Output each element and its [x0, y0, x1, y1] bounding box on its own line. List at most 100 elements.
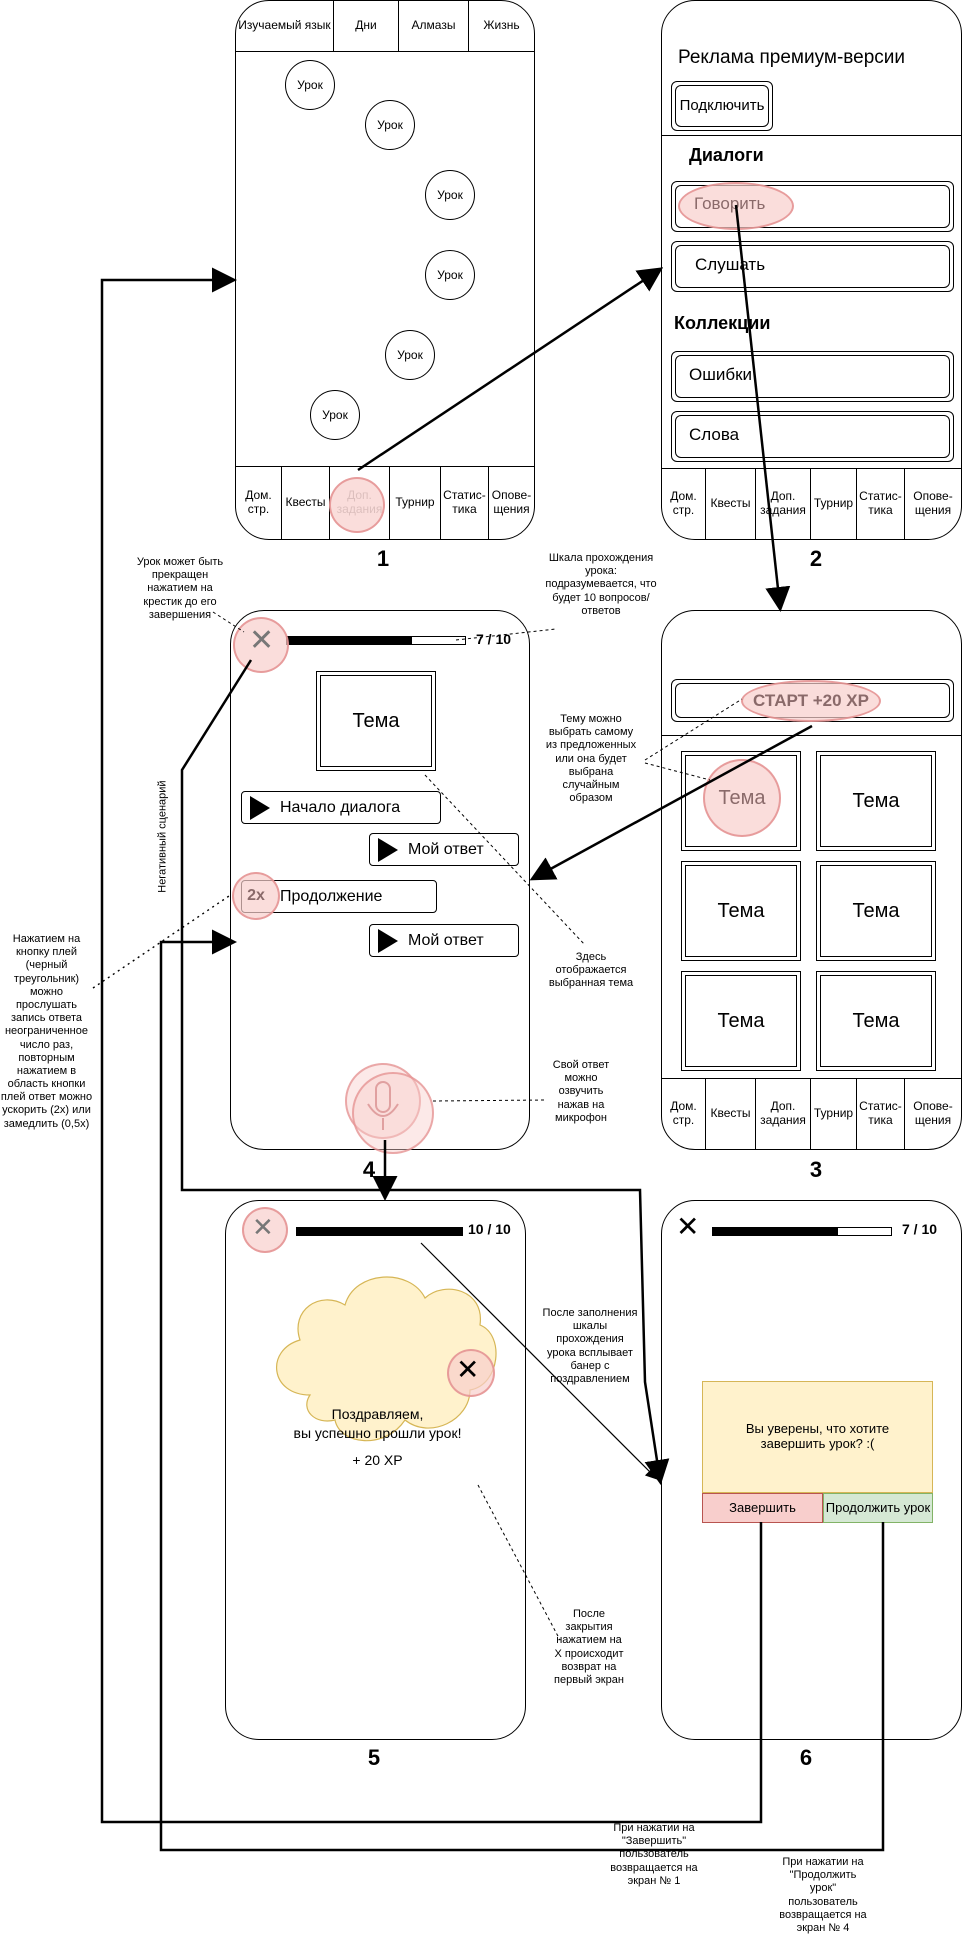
screen-6: ✕ 7 / 10 Вы уверены, что хотите завершит… [661, 1200, 962, 1740]
selected-theme-box: Тема [316, 671, 436, 771]
progress-fill [297, 1228, 462, 1235]
xp-reward: + 20 XP [352, 1451, 403, 1468]
note-after-close: После закрытия нажатием на X происходит … [554, 1608, 624, 1686]
nav-notifications[interactable]: Опове-щения [913, 489, 953, 517]
tab-diamonds[interactable]: Алмазы [399, 1, 469, 51]
play-icon[interactable] [250, 795, 270, 820]
screen-5: 10 / 10 [225, 1200, 526, 1740]
speak-label: Говорить [694, 194, 766, 213]
my-answer-row-1[interactable]: Мой ответ [369, 833, 519, 866]
theme-card-2[interactable]: Тема [816, 751, 936, 851]
lesson-progress-bar [286, 636, 466, 645]
premium-ad-title: Реклама премиум-версии [678, 47, 906, 68]
finish-button[interactable]: Завершить [702, 1493, 823, 1523]
dialogs-heading: Диалоги [689, 145, 764, 165]
screen-2: Реклама премиум-версии Подключить Диалог… [661, 0, 962, 540]
lesson-node-5[interactable]: Урок [385, 330, 435, 380]
screen-number: 1 [376, 546, 390, 571]
close-banner-icon[interactable]: ✕ [456, 1354, 480, 1385]
top-status-bar: Изучаемый язык Дни Алмазы Жизнь [236, 1, 534, 52]
nav-notifications[interactable]: Опове-щения [913, 1099, 953, 1127]
my-answer-label: Мой ответ [408, 840, 484, 858]
lesson-node-2[interactable]: Урок [365, 100, 415, 150]
nav-quests[interactable]: Квесты [706, 469, 756, 539]
screen-number: 5 [367, 1745, 381, 1770]
lesson-node-4[interactable]: Урок [425, 250, 475, 300]
theme-card-4[interactable]: Тема [816, 861, 936, 961]
continuation-label: Продолжение [280, 887, 383, 905]
connect-button[interactable]: Подключить [671, 81, 773, 131]
bottom-nav: Дом. стр. Квесты Доп. задания Турнир Ста… [662, 1078, 961, 1149]
dialog-start-row[interactable]: Начало диалога [241, 791, 441, 824]
note-after-progress: После заполнения шкалы прохождения урока… [542, 1307, 638, 1385]
mistakes-label: Ошибки [689, 365, 753, 384]
nav-notifications[interactable]: Опове-щения [491, 488, 532, 516]
start-label: СТАРТ +20 XP [753, 691, 869, 711]
note-play-button: Нажатием на кнопку плей (черный треуголь… [0, 933, 93, 1130]
nav-tournament[interactable]: Турнир [811, 1079, 857, 1149]
tap-highlight [329, 477, 385, 533]
words-label: Слова [689, 425, 740, 444]
nav-tournament[interactable]: Турнир [811, 469, 857, 539]
divider [662, 135, 961, 136]
nav-home[interactable]: Дом. стр. [236, 467, 282, 539]
screen-number: 2 [809, 546, 823, 571]
close-icon[interactable]: ✕ [249, 624, 275, 657]
screen-1: Изучаемый язык Дни Алмазы Жизнь Урок Уро… [235, 0, 535, 540]
tap-highlight [741, 680, 881, 722]
nav-statistics[interactable]: Статис-тика [857, 469, 905, 539]
screen-number: 3 [809, 1157, 823, 1182]
lesson-progress-bar [712, 1227, 892, 1236]
bottom-nav: Дом. стр. Квесты Доп. задания Турнир Ста… [662, 468, 961, 539]
theme-card-6[interactable]: Тема [816, 971, 936, 1071]
play-icon[interactable] [378, 837, 398, 862]
speed-badge[interactable]: 2x [247, 886, 265, 904]
note-cancel-lesson: Урок может быть прекращен нажатием на кр… [136, 556, 224, 621]
my-answer-row-2[interactable]: Мой ответ [369, 924, 519, 957]
theme-card-5[interactable]: Тема [681, 971, 801, 1071]
note-on-finish: При нажатии на "Завершить" пользователь … [610, 1822, 698, 1887]
listen-label: Слушать [695, 255, 766, 274]
note-selected-theme: Здесь отображается выбранная тема [548, 951, 634, 990]
tab-life[interactable]: Жизнь [483, 18, 520, 33]
note-microphone: Свой ответ можно озвучить нажав на микро… [552, 1059, 610, 1124]
tab-learning-language[interactable]: Изучаемый язык [236, 1, 334, 51]
screen-number: 4 [362, 1157, 376, 1182]
tab-days[interactable]: Дни [334, 1, 399, 51]
note-negative-scenario: Негативный сценарий [156, 780, 169, 893]
nav-home[interactable]: Дом. стр. [662, 469, 706, 539]
screen-number: 6 [799, 1745, 813, 1770]
collections-heading: Коллекции [674, 313, 771, 333]
dialog-start-label: Начало диалога [280, 798, 401, 816]
nav-home[interactable]: Дом. стр. [662, 1079, 706, 1149]
lesson-node-3[interactable]: Урок [425, 170, 475, 220]
lesson-node-6[interactable]: Урок [310, 390, 360, 440]
nav-extra-tasks[interactable]: Доп. задания [756, 1079, 811, 1149]
note-progress-scale: Шкала прохождения урока: подразумевается… [545, 552, 657, 617]
nav-quests[interactable]: Квесты [282, 467, 330, 539]
progress-count: 10 / 10 [468, 1221, 511, 1237]
progress-fill [287, 637, 412, 644]
progress-count: 7 / 10 [902, 1221, 938, 1237]
progress-fill [713, 1228, 838, 1235]
lesson-progress-bar [296, 1227, 463, 1236]
congrats-message: Поздравляем, вы успешно прошли урок! + 2… [270, 1405, 485, 1470]
close-icon[interactable]: ✕ [676, 1211, 700, 1242]
close-icon[interactable]: ✕ [252, 1212, 274, 1242]
nav-quests[interactable]: Квесты [706, 1079, 756, 1149]
continue-lesson-button[interactable]: Продолжить урок [823, 1493, 933, 1523]
progress-count: 7 / 10 [476, 631, 512, 647]
note-choose-theme: Тему можно выбрать самому из предложенны… [545, 713, 637, 805]
nav-extra-tasks[interactable]: Доп. задания [756, 469, 811, 539]
nav-tournament[interactable]: Турнир [390, 467, 441, 539]
theme-card-3[interactable]: Тема [681, 861, 801, 961]
nav-statistics[interactable]: Статис-тика [441, 467, 489, 539]
confirm-dialog-text: Вы уверены, что хотите завершить урок? :… [702, 1381, 933, 1493]
lesson-node-1[interactable]: Урок [285, 60, 335, 110]
theme-card-1-label: Тема [718, 786, 766, 809]
divider [662, 735, 961, 736]
note-on-continue: При нажатии на "Продолжить урок" пользов… [779, 1856, 867, 1934]
nav-statistics[interactable]: Статис-тика [857, 1079, 905, 1149]
tap-highlight [352, 1072, 434, 1154]
play-icon[interactable] [378, 928, 398, 953]
